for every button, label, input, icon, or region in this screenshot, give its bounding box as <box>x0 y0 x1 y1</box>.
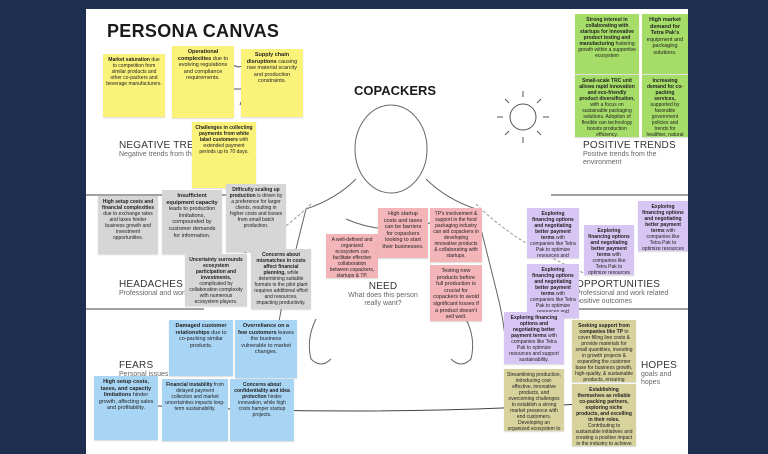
need-section: NEED What does this person really want? <box>348 281 418 308</box>
sticky-note-market-saturation: Market saturation due to competition fro… <box>103 54 165 117</box>
sticky-note-ecosystem-uncertainty: Uncertainty surrounds ecosystem particip… <box>185 254 247 306</box>
sticky-note-damaged-relationships: Damaged customer relationships due to co… <box>169 320 233 376</box>
sticky-note-organized-ecosystem: A well-defined and organized ecosystem c… <box>326 234 378 278</box>
positive-trends-subtitle: Positive trends from the environment <box>583 151 657 166</box>
sticky-note-financing-3: Exploring financing options and negotiat… <box>638 201 688 251</box>
hopes-title: HOPES <box>641 360 678 371</box>
headaches-section: HEADACHES Professional and work related … <box>119 279 239 298</box>
sun-icon <box>497 91 549 143</box>
sticky-note-equipment-capacity: Insufficient equipment capacity leads to… <box>162 190 222 254</box>
sticky-note-financing-5: Exploring financing options and negotiat… <box>504 312 564 364</box>
sticky-note-financial-instability: Financial instability from delayed payme… <box>162 379 228 441</box>
negative-trends-title: NEGATIVE TRENDS <box>119 140 216 151</box>
persona-name: COPACKERS <box>354 83 437 98</box>
sticky-note-capacity-limitations: High setup costs, taxes, and capacity li… <box>94 376 158 440</box>
negative-trends-subtitle: Negative trends from the environment <box>119 151 237 158</box>
need-subtitle: What does this person really want? <box>348 292 418 307</box>
sticky-note-setup-costs: High setup costs and financial complexit… <box>98 196 158 254</box>
hopes-section: HOPES goals and hopes <box>641 360 686 387</box>
fears-section: FEARS Personal issues <box>119 360 199 379</box>
sticky-note-trc-unit: Small-scale TRC unit allows rapid innova… <box>575 75 639 137</box>
sticky-note-product-testing: Testing new products before full product… <box>430 265 482 321</box>
opportunities-title: OPPORTUNITIES <box>576 279 661 290</box>
sticky-note-supply-chain: Supply chain disruptions causing raw mat… <box>241 49 303 117</box>
sticky-note-payment-collection: Challenges in collecting payments from w… <box>192 122 256 188</box>
sticky-note-tp-support: Seeking support from companies like TP t… <box>572 320 636 382</box>
sticky-note-operational-complexities: Operational complexities due to evolving… <box>172 46 234 118</box>
headaches-title: HEADACHES <box>119 279 184 290</box>
sticky-note-financing-4: Exploring financing options and negotiat… <box>527 264 579 318</box>
sticky-note-financing-2: Exploring financing options and negotiat… <box>584 225 634 275</box>
sticky-note-copacking-demand: Increasing demand for co-packing service… <box>642 75 688 137</box>
positive-trends-section: POSITIVE TRENDS Positive trends from the… <box>583 140 688 167</box>
sticky-note-tp-involvement: TP's involvement & support in the food p… <box>430 208 482 262</box>
headaches-subtitle: Professional and work related issues <box>119 290 234 297</box>
negative-trends-section: NEGATIVE TRENDS Negative trends from the… <box>119 140 239 159</box>
sticky-note-startup-costs: High startup costs and taxes can be barr… <box>378 208 428 258</box>
sticky-note-streamlining-production: Streamlining production, introducing cos… <box>504 369 564 431</box>
opportunities-section: OPPORTUNITIES Professional and work rela… <box>576 279 686 306</box>
opportunities-subtitle: Professional and work related positive o… <box>576 290 669 305</box>
sticky-note-overreliance: Overreliance on a few customers leaves t… <box>235 320 297 378</box>
hopes-subtitle: goals and hopes <box>641 371 672 386</box>
fears-subtitle: Personal issues <box>119 371 169 378</box>
sticky-note-startup-collaboration: Strong interest in collaborating with st… <box>575 14 639 74</box>
sticky-note-reliable-partners: Establishing themselves as reliable co-p… <box>572 384 636 446</box>
page-title: PERSONA CANVAS <box>107 21 280 41</box>
sticky-note-tetra-pak-demand: High market demand for Tetra Pak's equip… <box>642 14 688 74</box>
sticky-note-financing-1: Exploring financing options and negotiat… <box>527 208 579 258</box>
sticky-note-cost-mismatches: Concerns about mismatches in costs affec… <box>251 249 311 309</box>
persona-canvas-board: PERSONA CANVAS COPACKERS NEGATIVE TRENDS… <box>86 9 688 454</box>
sticky-note-scaling-production: Difficulty scaling up production is driv… <box>226 184 286 252</box>
need-title: NEED <box>368 281 398 292</box>
fears-title: FEARS <box>119 360 154 371</box>
sticky-note-confidentiality: Concerns about confidentiality and idea … <box>230 379 294 441</box>
positive-trends-title: POSITIVE TRENDS <box>583 140 676 151</box>
